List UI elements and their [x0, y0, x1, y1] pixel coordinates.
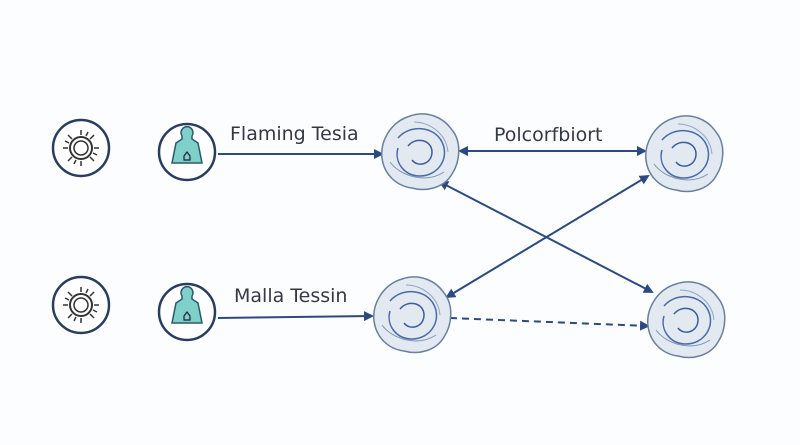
rose-node-icon	[644, 115, 724, 193]
sun-icon	[51, 118, 111, 178]
arrow-dashed	[449, 317, 650, 331]
sun-icon	[51, 275, 111, 335]
rose-node-icon	[646, 281, 726, 359]
arrow-diagonal-up	[445, 174, 650, 299]
person-icon	[157, 282, 217, 342]
arrow-bottom	[217, 311, 374, 322]
label-top-right: Polcorfbiort	[494, 124, 602, 146]
label-top-left: Flaming Tesia	[230, 123, 359, 145]
label-bottom-left: Malla Tessin	[234, 285, 347, 307]
rose-node-icon	[372, 276, 452, 354]
rose-node-icon	[380, 113, 460, 191]
person-icon	[157, 122, 217, 182]
